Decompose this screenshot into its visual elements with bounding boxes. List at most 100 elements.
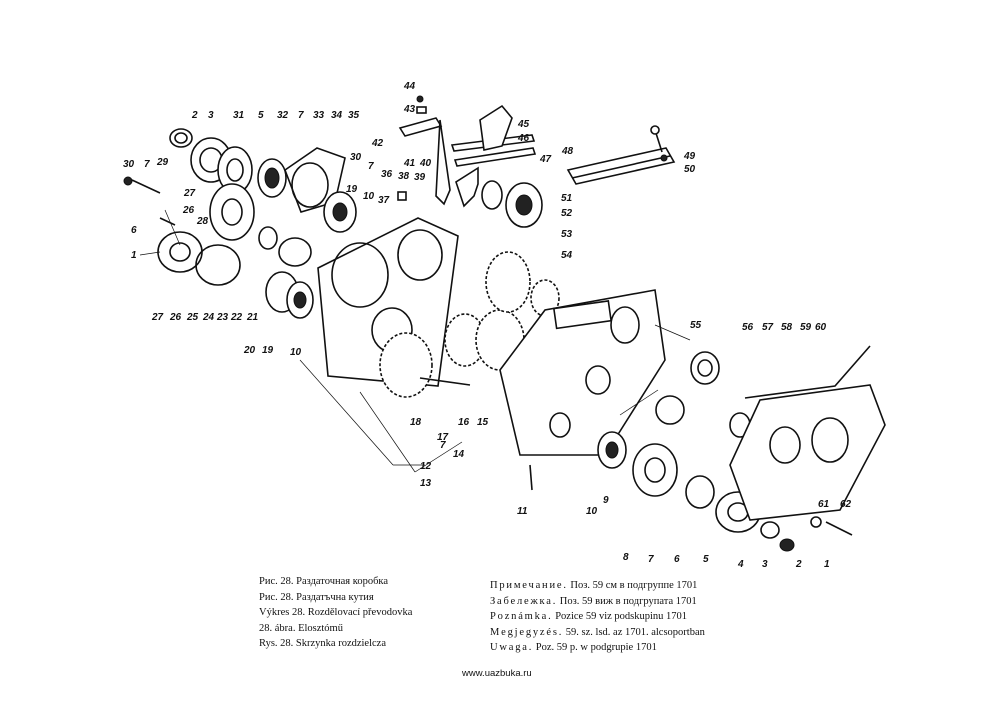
callout: 13 [420, 478, 432, 489]
callout: 48 [561, 146, 574, 157]
callout: 7 [298, 110, 304, 121]
note-text: Поз. 59 см в подгруппе 1701 [567, 580, 698, 591]
note-lead: Poznámka. [490, 611, 553, 622]
callout: 46 [517, 133, 530, 144]
caption-line: Rys. 28. Skrzynka rozdzielcza [259, 638, 386, 649]
callout: 12 [420, 461, 432, 472]
callout: 27 [151, 312, 164, 323]
callout: 26 [169, 312, 182, 323]
callout: 22 [230, 312, 243, 323]
callout: 7 [144, 159, 150, 170]
front-cover-assembly [123, 128, 357, 319]
note-text: Pozice 59 viz podskupinu 1701 [552, 611, 688, 622]
callout: 43 [403, 104, 416, 115]
shift-fork-assembly [397, 95, 537, 208]
main-housing [499, 289, 666, 456]
callout: 42 [371, 138, 384, 149]
callout: 19 [262, 345, 274, 356]
callout: 61 [818, 499, 830, 510]
callout: 53 [561, 229, 573, 240]
output-bearings [481, 180, 543, 228]
callout: 1 [824, 559, 830, 570]
callout: 56 [742, 322, 754, 333]
callout: 36 [381, 169, 393, 180]
caption-line: Рис. 28. Раздатъчна кутия [259, 591, 374, 603]
callout: 28 [196, 216, 209, 227]
callout: 32 [277, 110, 289, 121]
callout: 20 [243, 345, 256, 356]
callout-labels: 44 43 45 46 42 41 40 39 38 37 36 2 3 31 … [123, 81, 852, 570]
callout: 24 [202, 312, 215, 323]
callout: 15 [477, 417, 489, 428]
callout: 4 [737, 559, 744, 570]
note-text: Poz. 59 p. w podgrupie 1701 [533, 642, 657, 653]
figure-caption: Рис. 28. Раздаточная коробка Рис. 28. Ра… [259, 574, 412, 652]
note-line: Забележка. Поз. 59 виж в подгрупата 1701 [490, 594, 705, 610]
callout: 39 [414, 172, 426, 183]
callout: 11 [517, 506, 528, 517]
rear-cover [729, 345, 886, 521]
rear-output-parts [529, 351, 853, 552]
callout: 10 [290, 347, 302, 358]
callout: 3 [208, 110, 214, 121]
callout: 62 [840, 499, 852, 510]
callout: 57 [762, 322, 774, 333]
callout: 51 [561, 193, 573, 204]
figure-note: Примечание. Поз. 59 см в подгруппе 1701 … [490, 578, 705, 656]
callout: 2 [795, 559, 802, 570]
callout: 2 [191, 110, 198, 121]
callout: 45 [517, 119, 530, 130]
callout: 5 [258, 110, 264, 121]
callout: 59 [800, 322, 812, 333]
callout: 47 [539, 154, 552, 165]
callout: 21 [246, 312, 259, 323]
callout: 7 [648, 554, 654, 565]
callout: 5 [703, 554, 709, 565]
note-lead: Megjegyzés. [490, 626, 564, 638]
callout: 23 [216, 312, 229, 323]
note-text: 59. sz. lsd. az 1701. alcsoportban [563, 626, 705, 638]
callout: 30 [123, 159, 135, 170]
callout: 16 [458, 417, 470, 428]
callout: 49 [683, 151, 696, 162]
callout: 34 [331, 110, 343, 121]
callout: 41 [403, 158, 416, 169]
callout: 29 [156, 157, 169, 168]
callout: 26 [182, 205, 195, 216]
note-lead: Примечание. [490, 580, 568, 591]
callout: 50 [684, 164, 696, 175]
callout: 6 [131, 225, 137, 236]
callout: 19 [346, 184, 358, 195]
callout: 3 [762, 559, 768, 570]
note-lead: Забележка. [490, 595, 558, 607]
callout: 10 [586, 506, 598, 517]
callout: 30 [350, 152, 362, 163]
website-url: www.uazbuka.ru [462, 668, 532, 679]
top-cover-plate [566, 125, 676, 185]
callout: 7 [368, 161, 374, 172]
note-line: Poznámka. Pozice 59 viz podskupinu 1701 [490, 609, 705, 625]
note-text: Поз. 59 виж в подгрупата 1701 [557, 595, 697, 607]
callout: 18 [410, 417, 422, 428]
callout: 10 [363, 191, 375, 202]
callout: 14 [453, 449, 465, 460]
callout: 40 [419, 158, 432, 169]
callout: 17 [437, 432, 449, 443]
callout: 35 [348, 110, 360, 121]
note-line: Megjegyzés. 59. sz. lsd. az 1701. alcsop… [490, 625, 705, 641]
callout: 25 [186, 312, 199, 323]
callout: 44 [403, 81, 416, 92]
callout: 52 [561, 208, 573, 219]
callout: 31 [233, 110, 245, 121]
callout: 55 [690, 320, 702, 331]
callout: 37 [378, 195, 390, 206]
callout: 8 [623, 552, 629, 563]
callout: 54 [561, 250, 573, 261]
callout: 38 [398, 171, 410, 182]
callout: 1 [131, 250, 137, 261]
callout: 27 [183, 188, 196, 199]
note-line: Примечание. Поз. 59 см в подгруппе 1701 [490, 578, 705, 594]
leader-lines [139, 209, 691, 473]
caption-line: Рис. 28. Раздаточная коробка [259, 576, 389, 587]
